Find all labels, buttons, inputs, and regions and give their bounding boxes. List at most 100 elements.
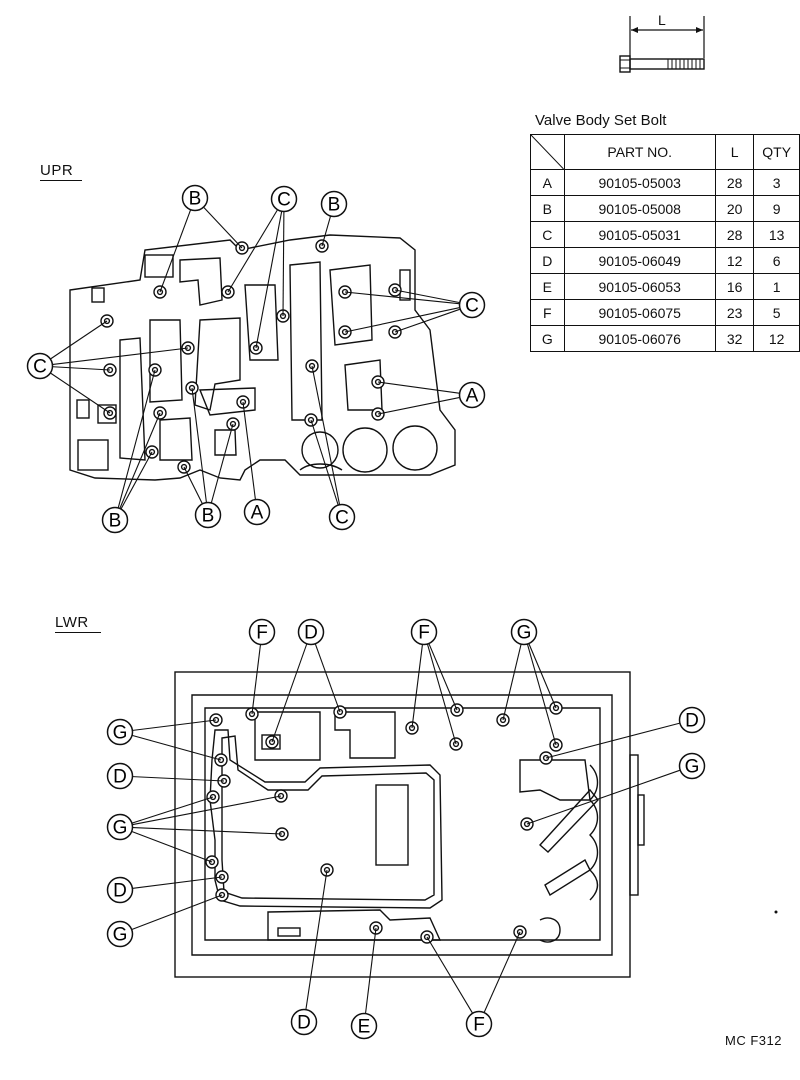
cell-letter: D — [530, 247, 565, 274]
upper-body-outline — [69, 234, 456, 481]
header-diagonal-cell — [530, 134, 565, 170]
cell-length: 32 — [714, 325, 755, 352]
leader-line — [483, 931, 521, 1013]
callout-circle — [106, 718, 134, 746]
cell-qty: 1 — [753, 273, 800, 300]
header-qty: QTY — [753, 134, 800, 170]
callout-letter: C — [277, 190, 291, 211]
leader-line — [545, 722, 680, 759]
lower-body-inner — [191, 694, 613, 956]
upper-section-label: UPR — [40, 162, 82, 181]
callout-letter: D — [304, 623, 318, 644]
cell-letter: G — [530, 325, 565, 352]
callout-circle — [678, 752, 706, 780]
leader-line — [344, 291, 460, 305]
leader-line — [132, 827, 283, 835]
leader-line — [310, 419, 339, 505]
cell-qty: 3 — [753, 169, 800, 196]
callout-letter: C — [335, 508, 349, 529]
leader-line — [377, 381, 460, 394]
leader-line — [203, 207, 243, 249]
table-title: Valve Body Set Bolt — [535, 112, 667, 129]
callout-letter: B — [328, 195, 341, 216]
leader-line — [50, 320, 108, 360]
leader-line — [227, 209, 278, 293]
cell-qty: 5 — [753, 299, 800, 326]
callout-circle — [106, 762, 134, 790]
leader-line — [527, 644, 557, 746]
cell-qty: 13 — [753, 221, 800, 248]
leader-line — [411, 644, 423, 729]
leader-line — [282, 211, 285, 317]
cell-qty: 9 — [753, 195, 800, 222]
leader-line — [159, 209, 191, 293]
lower-body-outer — [174, 671, 631, 978]
callout-circle — [106, 876, 134, 904]
leader-line — [428, 643, 458, 711]
cell-part-no: 90105-06076 — [563, 325, 716, 352]
bolt-length-label: L — [658, 12, 666, 28]
callout-circle — [410, 618, 438, 646]
callout-letter: C — [465, 296, 479, 317]
callout-circle — [458, 291, 486, 319]
callout-circle — [26, 352, 54, 380]
header-length: L — [714, 134, 755, 170]
callout-circle — [243, 498, 271, 526]
callout-letter: E — [358, 1017, 371, 1038]
callout-letter: G — [113, 925, 128, 946]
cell-qty: 12 — [753, 325, 800, 352]
leader-line — [365, 927, 377, 1014]
leader-line — [132, 734, 222, 761]
lower-section-label: LWR — [55, 614, 101, 633]
callout-circle — [350, 1012, 378, 1040]
callout-letter: F — [256, 623, 268, 644]
callout-letter: G — [685, 757, 700, 778]
leader-line — [132, 796, 214, 824]
leader-line — [271, 644, 308, 743]
leader-line — [132, 876, 223, 889]
leader-line — [526, 769, 680, 825]
callout-letter: D — [113, 881, 127, 902]
callout-letter: A — [466, 386, 479, 407]
callout-circle — [465, 1010, 493, 1038]
table-header-row: PART NO. L QTY — [530, 134, 800, 170]
callout-circle — [297, 618, 325, 646]
leader-line — [50, 372, 111, 414]
leader-line — [314, 644, 341, 713]
leader-line — [427, 644, 457, 745]
leader-line — [132, 795, 282, 826]
callout-letter: B — [189, 189, 202, 210]
leader-line — [502, 644, 522, 721]
leader-line — [131, 894, 223, 930]
callout-letter: B — [109, 511, 122, 532]
cell-length: 16 — [714, 273, 755, 300]
leader-line — [426, 936, 473, 1014]
cell-qty: 6 — [753, 247, 800, 274]
callout-circle — [270, 185, 298, 213]
leader-line — [344, 307, 460, 333]
leader-line — [132, 776, 225, 782]
cell-length: 28 — [714, 221, 755, 248]
leader-line — [377, 397, 460, 415]
callout-circle — [678, 706, 706, 734]
callout-circle — [194, 501, 222, 529]
cell-part-no: 90105-05003 — [563, 169, 716, 196]
callout-letter: D — [113, 767, 127, 788]
leader-line — [528, 643, 557, 709]
cell-letter: F — [530, 299, 565, 326]
leader-line — [183, 466, 203, 504]
cell-part-no: 90105-05031 — [563, 221, 716, 248]
leader-line — [394, 308, 460, 333]
callout-circle — [320, 190, 348, 218]
leader-line — [117, 369, 156, 508]
leader-line — [210, 423, 234, 503]
header-part-no: PART NO. — [563, 134, 716, 170]
callout-letter: D — [297, 1013, 311, 1034]
leader-line — [131, 831, 213, 863]
cell-part-no: 90105-06075 — [563, 299, 716, 326]
